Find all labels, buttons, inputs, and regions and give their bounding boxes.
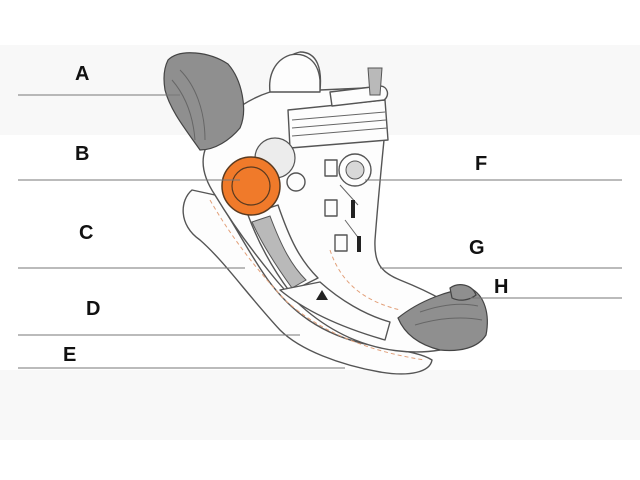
heel-plate xyxy=(279,281,391,341)
lace-guide-2 xyxy=(324,199,338,217)
label-c: C xyxy=(79,222,93,244)
boot-illustration xyxy=(163,51,488,375)
label-g: G xyxy=(469,237,485,259)
leader-lines xyxy=(18,94,622,369)
lace-guide-1 xyxy=(324,159,338,177)
label-h: H xyxy=(494,276,508,298)
logo-mark xyxy=(316,290,328,300)
ankle-protector-highlight xyxy=(221,156,281,216)
shin-protector xyxy=(163,52,245,151)
label-d: D xyxy=(86,298,100,320)
label-b: B xyxy=(75,143,89,165)
lace-guide-3 xyxy=(334,234,348,252)
lateral-panel-shade xyxy=(251,215,307,289)
callout-labels: A B C D E F G H xyxy=(63,63,508,366)
watermark xyxy=(0,45,640,440)
boa-dial-upper xyxy=(338,153,372,187)
boot-collar xyxy=(268,53,321,93)
boot-sole xyxy=(182,189,433,375)
label-f: F xyxy=(475,153,487,175)
label-e: E xyxy=(63,344,76,366)
label-a: A xyxy=(75,63,89,85)
toe-protector-tip xyxy=(449,284,477,301)
zipper-pull xyxy=(367,67,383,96)
